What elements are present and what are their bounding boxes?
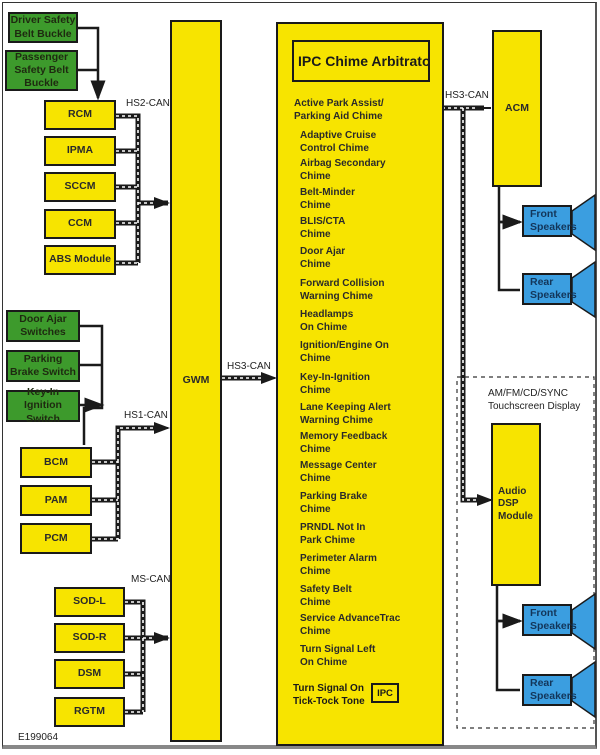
sync-display-label: AM/FM/CD/SYNC Touchscreen Display: [488, 388, 581, 412]
acm-module: ACM: [492, 30, 542, 187]
sod-l-module: SOD-L: [54, 587, 125, 617]
ipc-chime-arbitrator-title: IPC Chime Arbitrator: [292, 40, 430, 82]
ipc-module: [276, 22, 444, 746]
chime-item: Door Ajar Chime: [300, 246, 346, 270]
dsp-front-speakers: Front Speakers: [522, 604, 577, 636]
rcm-module: RCM: [44, 100, 116, 130]
pam-module: PAM: [20, 485, 92, 516]
door-ajar-switches: Door Ajar Switches: [6, 310, 80, 342]
chime-item: Headlamps On Chime: [300, 309, 354, 333]
chime-item: Safety Belt Chime: [300, 584, 352, 608]
chime-item: BLIS/CTA Chime: [300, 216, 346, 240]
hs3-can-label-gwm: HS3-CAN: [227, 361, 271, 372]
chime-item: Service AdvanceTrac Chime: [300, 613, 401, 637]
chime-item: Lane Keeping Alert Warning Chime: [300, 402, 391, 426]
dsm-module: DSM: [54, 659, 125, 689]
turn-signal-tick-tock: Turn Signal On Tick-Tock Tone: [293, 683, 365, 707]
chime-item: Parking Brake Chime: [300, 491, 368, 515]
ccm-module: CCM: [44, 209, 116, 239]
chime-item: PRNDL Not In Park Chime: [300, 522, 366, 546]
hs2-can-label: HS2-CAN: [126, 98, 170, 109]
acm-rear-speakers: Rear Speakers: [522, 273, 577, 305]
reference-code: E199064: [18, 732, 59, 743]
ipc-speaker-box: IPC: [371, 683, 399, 703]
chime-item: Ignition/Engine On Chime: [300, 340, 389, 364]
bcm-module: BCM: [20, 447, 92, 478]
dsp-rear-speakers: Rear Speakers: [522, 674, 577, 706]
gwm-module: GWM: [170, 20, 222, 742]
chime-item: Adaptive Cruise Control Chime: [300, 130, 377, 154]
passenger-safety-belt-buckle: Passenger Safety Belt Buckle: [5, 50, 78, 91]
ipma-module: IPMA: [44, 136, 116, 166]
ms-can-label: MS-CAN: [131, 574, 171, 585]
chime-item: Turn Signal Left On Chime: [300, 644, 376, 668]
chime-item: Key-In-Ignition Chime: [300, 372, 370, 396]
sod-r-module: SOD-R: [54, 623, 125, 653]
chime-item: Memory Feedback Chime: [300, 431, 388, 455]
audio-dsp-module: Audio DSP Module: [491, 423, 541, 586]
pcm-module: PCM: [20, 523, 92, 554]
key-in-ignition-switch: Key-In Ignition Switch: [6, 386, 80, 425]
chime-item: Perimeter Alarm Chime: [300, 553, 377, 577]
rgtm-module: RGTM: [54, 697, 125, 727]
abs-module: ABS Module: [44, 245, 116, 275]
acm-front-speakers: Front Speakers: [522, 205, 577, 237]
sccm-module: SCCM: [44, 172, 116, 202]
hs1-can-label: HS1-CAN: [124, 410, 168, 421]
chime-item: Belt-Minder Chime: [300, 187, 355, 211]
chime-item: Message Center Chime: [300, 460, 377, 484]
driver-safety-belt-buckle: Driver Safety Belt Buckle: [8, 12, 78, 43]
chime-item: Active Park Assist/ Parking Aid Chime: [294, 98, 384, 122]
chime-item: Airbag Secondary Chime: [300, 158, 386, 182]
chime-item: Forward Collision Warning Chime: [300, 278, 385, 302]
hs3-can-label-audio: HS3-CAN: [445, 90, 489, 101]
parking-brake-switch: Parking Brake Switch: [6, 350, 80, 382]
